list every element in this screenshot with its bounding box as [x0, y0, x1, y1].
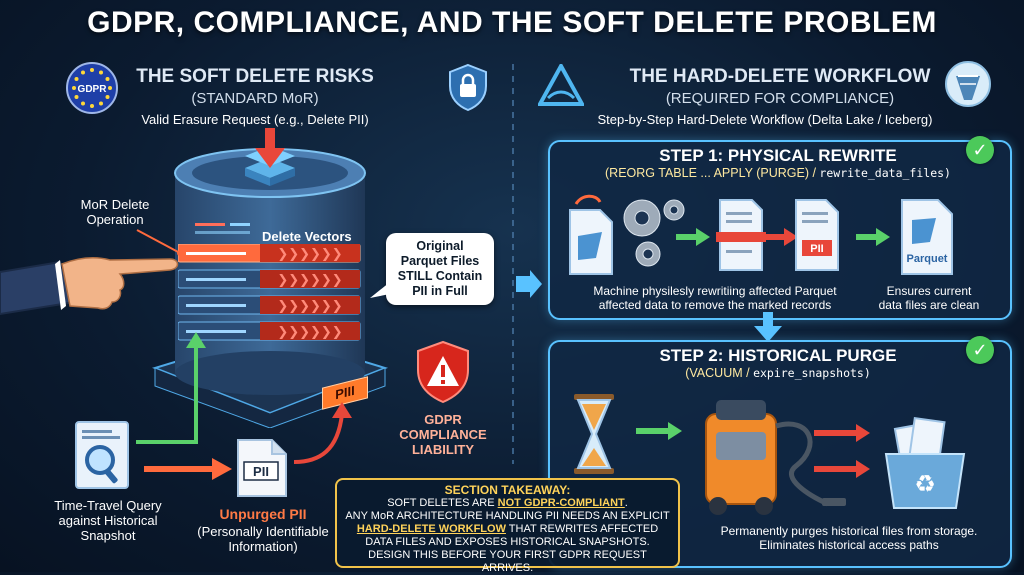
svg-text:♻: ♻ [914, 470, 936, 498]
pii-return-arrow [290, 400, 354, 470]
unpurged-title: Unpurged PII [198, 506, 328, 522]
left-heading: THE SOFT DELETE RISKS [90, 66, 420, 88]
pii-doc-icon: PII [796, 200, 838, 270]
pii-doc-label: PII [253, 464, 269, 479]
parquet-callout: Original Parquet Files STILL Contain PII… [386, 233, 494, 305]
center-arrow-icon [514, 270, 542, 298]
callout-tail [368, 280, 390, 302]
recycle-bin-icon: ♻ [886, 418, 964, 508]
delta-lake-logo-icon [538, 64, 584, 108]
erasure-request-label: Valid Erasure Request (e.g., Delete PII) [90, 112, 420, 127]
step1-commands: (REORG TABLE ... APPLY (PURGE) / rewrite… [548, 166, 1008, 180]
parquet-label: Parquet [907, 253, 948, 265]
time-travel-doc-icon [72, 418, 136, 494]
erasure-arrow-icon [252, 128, 288, 170]
parquet-doc-icon: Parquet [902, 200, 952, 274]
workflow-label: Step-by-Step Hard-Delete Workflow (Delta… [530, 112, 1000, 127]
green-arrow-3 [636, 422, 682, 440]
delete-vector-row: ❯❯❯❯❯❯ [178, 244, 360, 262]
step2-commands: (VACUUM / expire_snapshots) [548, 366, 1008, 380]
orange-arrow [144, 458, 234, 480]
source-parquet-doc-icon [570, 196, 612, 274]
step1-desc-right: Ensures current data files are clean [858, 284, 1000, 312]
right-subheading: (REQUIRED FOR COMPLIANCE) [580, 90, 980, 107]
gdpr-liability-label: GDPR COMPLIANCE LIABILITY [388, 412, 498, 457]
time-travel-arrow [130, 330, 210, 450]
time-travel-label: Time-Travel Query against Historical Sna… [38, 498, 178, 543]
pointing-hand-icon [0, 232, 185, 327]
right-heading: THE HARD-DELETE WORKFLOW [580, 66, 980, 88]
hourglass-icon [574, 394, 614, 474]
step1-pii-label: PII [810, 243, 823, 255]
gears-icon [624, 200, 684, 266]
iceberg-logo-icon [944, 60, 992, 108]
mor-delete-label: MoR Delete Operation [60, 197, 170, 227]
rewrite-doc-icon [716, 200, 766, 270]
green-arrow [676, 228, 710, 246]
step2-title: STEP 2: HISTORICAL PURGE [548, 346, 1008, 366]
step1-title: STEP 1: PHYSICAL REWRITE [548, 146, 1008, 166]
red-arrow [766, 228, 798, 246]
step-down-arrow [754, 312, 782, 342]
delete-vectors-label: Delete Vectors [262, 229, 352, 244]
pii-document-icon: PII [234, 436, 290, 500]
delete-vector-rows: ❯❯❯❯❯❯ ❯❯❯❯❯❯ ❯❯❯❯❯❯ ❯❯❯❯❯❯ [178, 244, 366, 344]
step2-desc: Permanently purges historical files from… [694, 524, 1004, 552]
section-divider [512, 64, 514, 464]
svg-text:❯❯❯❯❯❯: ❯❯❯❯❯❯ [277, 247, 342, 262]
green-arrow-2 [856, 228, 890, 246]
section-takeaway: SECTION TAKEAWAY: SOFT DELETES ARE NOT G… [335, 478, 680, 568]
page-title: GDPR, COMPLIANCE, AND THE SOFT DELETE PR… [0, 6, 1024, 40]
svg-text:❯❯❯❯❯❯: ❯❯❯❯❯❯ [277, 299, 342, 314]
svg-text:❯❯❯❯❯❯: ❯❯❯❯❯❯ [277, 273, 342, 288]
warning-shield-icon [414, 340, 472, 404]
svg-text:❯❯❯❯❯❯: ❯❯❯❯❯❯ [277, 325, 342, 340]
unpurged-desc: (Personally Identifiable Information) [188, 524, 338, 554]
step1-desc-left: Machine physilesly rewritiing affected P… [560, 284, 870, 312]
shield-lock-icon [446, 62, 490, 112]
vacuum-cleaner-icon [706, 400, 846, 515]
red-arrow-2 [814, 424, 870, 478]
step1-illustration: PII Parquet [556, 190, 996, 280]
left-subheading: (STANDARD MoR) [90, 90, 420, 107]
